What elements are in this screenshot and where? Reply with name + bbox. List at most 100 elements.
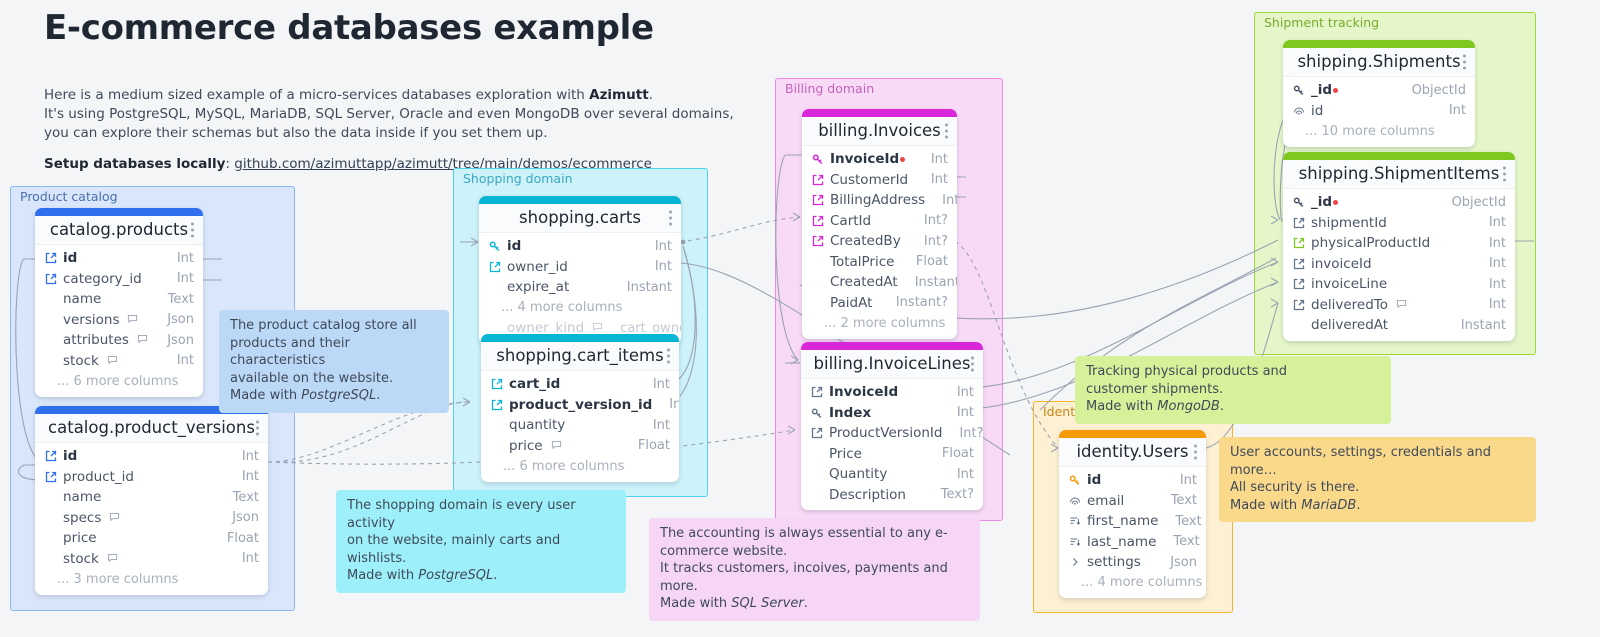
table-row[interactable]: BillingAddress Int	[802, 190, 957, 211]
table-row[interactable]: PaidAt Instant?	[802, 293, 957, 314]
table-header[interactable]: shipping.ShipmentItems	[1283, 160, 1515, 189]
table-row[interactable]: deliveredAt Instant	[1283, 315, 1515, 336]
table-row[interactable]: specs Json	[35, 508, 268, 529]
table-menu-icon[interactable]	[191, 222, 194, 238]
table-row[interactable]: Index Int	[801, 403, 983, 424]
column-type: Json	[167, 312, 194, 328]
table-row[interactable]: _id ObjectId	[1283, 80, 1475, 101]
table-row[interactable]: InvoiceId Int	[801, 382, 983, 403]
table-row[interactable]: product_id Int	[35, 467, 268, 488]
table-shipping-shipments[interactable]: shipping.Shipments _id ObjectId id Int .…	[1283, 40, 1475, 147]
table-row[interactable]: Description Text?	[801, 485, 983, 506]
table-row[interactable]: id Int	[35, 248, 203, 269]
table-row[interactable]: invoiceLine Int	[1283, 274, 1515, 295]
table-menu-icon[interactable]	[971, 356, 974, 372]
note-identity[interactable]: User accounts, settings, credentials and…	[1219, 437, 1536, 522]
note-billing-domain[interactable]: The accounting is always essential to an…	[649, 518, 980, 621]
table-row[interactable]: stock Int	[35, 549, 268, 570]
table-menu-icon[interactable]	[1194, 444, 1197, 460]
column-name: email	[1087, 492, 1125, 509]
table-row[interactable]: cart_id Int	[481, 374, 679, 395]
table-row[interactable]: product_version_id Int	[481, 395, 679, 416]
table-row[interactable]: attributes Json	[35, 330, 203, 351]
note-shipment-tracking[interactable]: Tracking physical products and customer …	[1075, 356, 1391, 424]
more-columns-label[interactable]: ... 6 more columns	[503, 458, 625, 474]
table-menu-icon[interactable]	[945, 123, 948, 139]
column-type: Int	[652, 376, 670, 392]
table-row[interactable]: CustomerId Int	[802, 170, 957, 191]
table-row[interactable]: CartId Int?	[802, 211, 957, 232]
comment-bubble-icon[interactable]	[1396, 297, 1407, 313]
table-catalog-product-versions[interactable]: catalog.product_versions id Int product_…	[35, 406, 268, 595]
note-product-catalog[interactable]: The product catalog store all products a…	[219, 310, 449, 413]
table-identity-users[interactable]: identity.Users id Int email Text first_n…	[1059, 430, 1206, 598]
table-row[interactable]: shipmentId Int	[1283, 213, 1515, 234]
table-row[interactable]: category_id Int	[35, 269, 203, 290]
more-columns-label[interactable]: ... 2 more columns	[824, 315, 946, 331]
more-columns-label[interactable]: ... 4 more columns	[1081, 575, 1203, 591]
more-columns-label[interactable]: ... 3 more columns	[57, 571, 179, 587]
table-header[interactable]: catalog.products	[35, 216, 203, 245]
table-row[interactable]: expire_at Instant	[479, 277, 681, 298]
table-row[interactable]: CreatedAt Instant	[802, 272, 957, 293]
table-row[interactable]: stock Int	[35, 351, 203, 372]
comment-bubble-icon[interactable]	[137, 332, 148, 348]
table-shipping-shipment-items[interactable]: shipping.ShipmentItems _id ObjectId ship…	[1283, 152, 1515, 341]
more-columns-label[interactable]: ... 6 more columns	[57, 373, 179, 389]
table-row[interactable]: name Text	[35, 487, 268, 508]
foreign-key-icon	[44, 450, 58, 462]
table-row[interactable]: id Int	[1283, 101, 1475, 122]
comment-bubble-icon[interactable]	[592, 320, 603, 336]
table-header[interactable]: billing.Invoices	[802, 117, 957, 146]
more-columns-label[interactable]: ... 10 more columns	[1305, 123, 1435, 139]
table-row[interactable]: id Int	[35, 446, 268, 467]
table-header[interactable]: identity.Users	[1059, 438, 1206, 467]
table-header[interactable]: shopping.cart_items	[481, 342, 679, 371]
table-row[interactable]: CreatedBy Int?	[802, 231, 957, 252]
table-menu-icon[interactable]	[669, 210, 672, 226]
table-row[interactable]: last_name Text	[1059, 532, 1206, 553]
table-row[interactable]: settings Json	[1059, 552, 1206, 573]
table-row[interactable]: owner_kind cart_owner	[479, 318, 681, 339]
table-header[interactable]: shopping.carts	[479, 204, 681, 233]
more-columns-label[interactable]: ... 4 more columns	[501, 300, 623, 316]
table-menu-icon[interactable]	[667, 348, 670, 364]
comment-bubble-icon[interactable]	[127, 312, 138, 328]
table-header[interactable]: shipping.Shipments	[1283, 48, 1475, 77]
table-shopping-cart-items[interactable]: shopping.cart_items cart_id Int product_…	[481, 334, 679, 482]
table-row[interactable]: price Float	[35, 528, 268, 549]
table-row[interactable]: TotalPrice Float	[802, 252, 957, 273]
table-row[interactable]: id Int	[479, 236, 681, 257]
chevron-right-icon[interactable]	[1068, 557, 1082, 567]
table-row[interactable]: name Text	[35, 289, 203, 310]
comment-bubble-icon[interactable]	[109, 510, 120, 526]
table-row[interactable]: physicalProductId Int	[1283, 233, 1515, 254]
table-row[interactable]: ProductVersionId Int?	[801, 423, 983, 444]
table-header[interactable]: catalog.product_versions	[35, 414, 268, 443]
table-catalog-products[interactable]: catalog.products id Int category_id Int …	[35, 208, 203, 397]
table-row[interactable]: price Float	[481, 436, 679, 457]
table-row[interactable]: Quantity Int	[801, 464, 983, 485]
table-menu-icon[interactable]	[256, 420, 259, 436]
table-row[interactable]: Price Float	[801, 444, 983, 465]
table-row[interactable]: email Text	[1059, 491, 1206, 512]
note-shopping-domain[interactable]: The shopping domain is every user activi…	[336, 490, 626, 593]
table-billing-invoices[interactable]: billing.Invoices InvoiceId Int CustomerI…	[802, 109, 957, 339]
comment-bubble-icon[interactable]	[107, 551, 118, 567]
comment-bubble-icon[interactable]	[107, 353, 118, 369]
table-header[interactable]: billing.InvoiceLines	[801, 350, 983, 379]
table-row[interactable]: quantity Int	[481, 415, 679, 436]
table-row[interactable]: deliveredTo Int	[1283, 295, 1515, 316]
table-row[interactable]: InvoiceId Int	[802, 149, 957, 170]
table-billing-invoice-lines[interactable]: billing.InvoiceLines InvoiceId Int Index…	[801, 342, 983, 510]
table-row[interactable]: owner_id Int	[479, 257, 681, 278]
table-menu-icon[interactable]	[1463, 54, 1466, 70]
table-shopping-carts[interactable]: shopping.carts id Int owner_id Int expir…	[479, 196, 681, 344]
table-row[interactable]: versions Json	[35, 310, 203, 331]
table-row[interactable]: invoiceId Int	[1283, 254, 1515, 275]
table-row[interactable]: id Int	[1059, 470, 1206, 491]
table-row[interactable]: first_name Text	[1059, 511, 1206, 532]
table-row[interactable]: _id ObjectId	[1283, 192, 1515, 213]
table-menu-icon[interactable]	[1503, 166, 1506, 182]
comment-bubble-icon[interactable]	[551, 438, 562, 454]
